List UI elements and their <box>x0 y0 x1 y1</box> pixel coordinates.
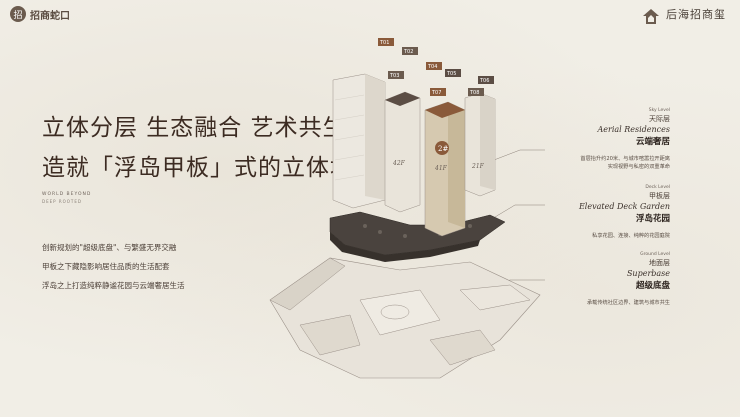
tag-8 <box>468 88 484 96</box>
tag-3-text: T03 <box>389 73 399 79</box>
brand-logo-right: 后海招商玺 <box>640 6 726 28</box>
tag-5-text: T05 <box>446 71 456 77</box>
tag-7 <box>430 88 446 96</box>
brand-name-right: 后海招商玺 <box>666 8 726 21</box>
tower-3: 21F <box>464 92 496 197</box>
description-line-3: 浮岛之上打造纯粹静谧花园与云端奢居生活 <box>42 281 185 290</box>
brand-name-left: 招商蛇口 <box>30 10 70 22</box>
tag-2-text: T02 <box>403 49 413 55</box>
annotation-sky: Sky Level 天际层 Aerial Residences 云端奢居 首层抬… <box>580 108 670 172</box>
annotation-ground: Ground Level 地面层 Superbase 超级底盘 承载传统社区边界… <box>587 252 670 307</box>
description-line-2: 甲板之下藏隐影响居住品质的生活配套 <box>42 262 170 271</box>
sky-level-cn-small: 天际层 <box>649 115 670 123</box>
headline-line-2: 造就「浮岛甲板」式的立体地标 <box>42 155 378 181</box>
deck-level-label: Deck Level <box>645 185 670 190</box>
tower-2-badge-text: 2# <box>438 145 448 153</box>
tag-7-text: T07 <box>431 90 441 96</box>
tower-1b: 42F <box>384 91 421 213</box>
tag-3 <box>388 71 404 79</box>
headline-block: 立体分层 生态融合 艺术共生 造就「浮岛甲板」式的立体地标 WORLD BEYO… <box>42 108 378 204</box>
brand-logo-left: 招 招商蛇口 <box>10 6 70 22</box>
tower-tags: T01 T02 T03 T04 T05 T06 T07 T08 <box>378 38 494 96</box>
tag-1-text: T01 <box>379 40 389 46</box>
annotation-deck: Deck Level 甲板层 Elevated Deck Garden 浮岛花园… <box>579 185 670 240</box>
ground-level-en: Superbase <box>626 269 670 278</box>
description-line-1: 创新规划的"超级底盘"、与繁盛无界交融 <box>42 243 177 252</box>
deck-level-cn-small: 甲板层 <box>649 192 670 200</box>
tag-6-text: T06 <box>479 78 489 84</box>
sky-note-1: 首层抬升约20米、与城市喧嚣拉开距离 <box>580 156 670 162</box>
ground-level-label: Ground Level <box>640 252 670 257</box>
ground-level-cn: 超级底盘 <box>635 281 670 291</box>
tower-2: 2# 41F <box>424 101 466 237</box>
headline-english-1: WORLD BEYOND <box>42 192 92 197</box>
description-block: 创新规划的"超级底盘"、与繁盛无界交融 甲板之下藏隐影响居住品质的生活配套 浮岛… <box>42 242 185 299</box>
sky-level-cn: 云端奢居 <box>635 137 670 147</box>
tag-4-text: T04 <box>427 64 437 70</box>
sky-note-2: 实现视野与私密的双重革命 <box>607 164 670 171</box>
tower-2-floor-label: 41F <box>434 165 448 172</box>
tag-4 <box>426 62 442 70</box>
deck-level <box>329 211 506 262</box>
deck-level-en: Elevated Deck Garden <box>578 202 670 211</box>
tower-1 <box>332 73 386 209</box>
tower-1-floor-label: 42F <box>392 160 406 167</box>
sky-level-label: Sky Level <box>648 108 670 113</box>
tag-8-text: T08 <box>469 90 479 96</box>
tag-1 <box>378 38 394 46</box>
brand-mark-icon: 招 <box>10 6 26 22</box>
tower-3-floor-label: 21F <box>471 163 485 170</box>
brand-emblem-icon <box>643 9 659 24</box>
deck-note-1: 私享花园、连接、纯粹的花园庭院 <box>592 233 670 239</box>
tower-2-badge <box>435 141 449 155</box>
ground-base <box>269 257 541 379</box>
deck-level-cn: 浮岛花园 <box>635 214 670 224</box>
tag-5 <box>445 69 461 77</box>
ground-level-cn-small: 地面层 <box>649 259 670 267</box>
sky-level-en: Aerial Residences <box>597 125 670 134</box>
headline-english-2: DEEP ROOTED <box>42 199 82 204</box>
tag-2 <box>402 47 418 55</box>
ground-note-1: 承载传统社区边界、建筑与城市共生 <box>586 300 670 306</box>
tag-6 <box>478 76 494 84</box>
headline-line-1: 立体分层 生态融合 艺术共生 <box>42 115 347 141</box>
